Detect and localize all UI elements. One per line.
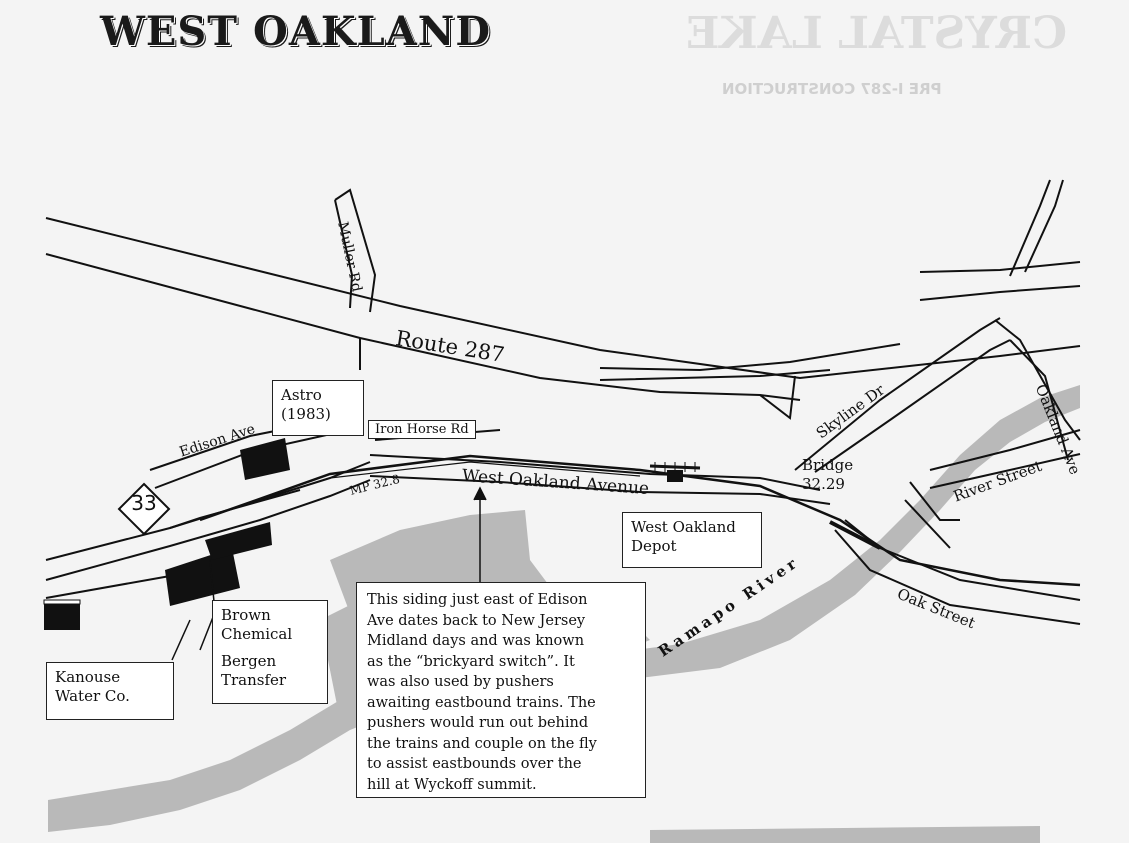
astro-year: (1983) <box>281 405 331 423</box>
iron-horse-rd-label: Iron Horse Rd <box>368 420 476 439</box>
note-line: was also used by pushers <box>367 674 554 690</box>
note-line: awaiting eastbound trains. The <box>367 694 596 711</box>
oakland-ave-road <box>994 319 1081 441</box>
note-line: the trains and couple on the fly <box>367 735 597 752</box>
depot-building <box>667 470 683 482</box>
route-287-road <box>45 217 1081 380</box>
skyline-dr-road <box>794 317 1001 471</box>
bergen-transfer-line2: Transfer <box>221 671 287 689</box>
brown-chemical-line2: Chemical <box>221 625 293 643</box>
note-line: to assist eastbounds over the <box>367 756 582 772</box>
river-street-road <box>929 429 1081 471</box>
west-oakland-avenue-road <box>369 454 821 491</box>
kanouse-line1: Kanouse <box>55 668 121 686</box>
depot-name-line2: Depot <box>631 537 677 555</box>
brickyard-switch-note: This siding just east of Edison Ave date… <box>356 582 646 798</box>
route-33-label: 33 <box>131 491 157 515</box>
brown-chemical-bergen-transfer-box: Brown Chemical Bergen Transfer <box>212 600 328 704</box>
muller-rd-road <box>334 188 377 313</box>
note-line: as the “brickyard switch”. It <box>367 653 575 670</box>
note-line: Midland days and was known <box>367 633 585 649</box>
depot-name-line1: West Oakland <box>631 518 736 536</box>
note-line: pushers would run out behind <box>367 715 589 731</box>
route-33-shield <box>117 482 171 536</box>
kanouse-line2: Water Co. <box>55 687 130 705</box>
astro-box: Astro (1983) <box>272 380 364 436</box>
note-line: hill at Wyckoff summit. <box>367 776 537 793</box>
railroad-track <box>199 454 1081 587</box>
buildings <box>44 438 290 630</box>
bridge-32-29 <box>829 520 881 550</box>
depot-siding <box>649 462 701 472</box>
bridge-label-name: Bridge <box>802 456 854 474</box>
bridge-label-mp: 32.29 <box>802 475 845 493</box>
kanouse-water-box: Kanouse Water Co. <box>46 662 174 720</box>
astro-name: Astro <box>281 386 322 404</box>
west-oakland-depot-box: West Oakland Depot <box>622 512 762 568</box>
bergen-transfer-line1: Bergen <box>221 652 277 670</box>
note-line: This siding just east of Edison <box>367 592 588 608</box>
bridge-label: Bridge 32.29 <box>802 456 853 494</box>
note-line: Ave dates back to New Jersey <box>367 612 586 629</box>
brown-chemical-line1: Brown <box>221 606 271 624</box>
map-title: WEST OAKLAND <box>100 8 492 55</box>
